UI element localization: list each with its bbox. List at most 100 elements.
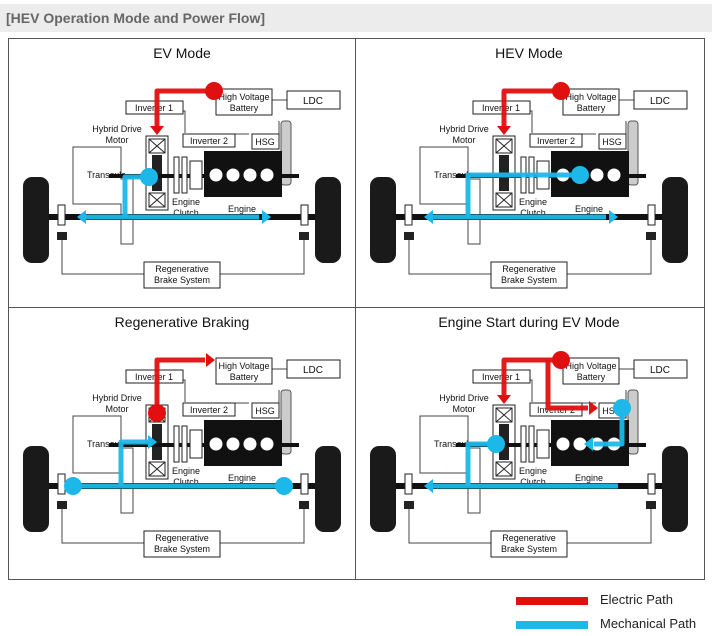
mechanical-source-dot xyxy=(571,166,589,184)
legend-electric: Electric Path xyxy=(514,590,704,610)
ldc-box xyxy=(286,90,341,110)
brake-label-line2: Brake System xyxy=(154,544,210,554)
brake-label-line2: Brake System xyxy=(501,275,557,285)
mechanical-arrowhead-engine xyxy=(584,437,593,451)
brake-label-line1: Regenerative xyxy=(155,264,209,274)
ldc-box xyxy=(286,359,341,379)
panel-title: EV Mode xyxy=(153,45,211,61)
motor-top-cross xyxy=(148,138,166,154)
engine-label: Engine xyxy=(228,204,256,214)
high-voltage-battery-box xyxy=(562,88,620,116)
left-hub xyxy=(57,204,66,226)
clutch-plate-2 xyxy=(528,425,535,463)
flywheel xyxy=(189,160,203,190)
transaxle-housing xyxy=(72,146,134,245)
inverter2-box xyxy=(529,133,583,148)
right-wheel xyxy=(315,446,341,532)
brake-line-left xyxy=(61,240,144,275)
engine-label: Engine xyxy=(575,204,603,214)
electric-path xyxy=(154,88,209,127)
high-voltage-battery-box xyxy=(562,357,620,385)
battery-label-line2: Battery xyxy=(577,372,606,382)
brake-line-right xyxy=(220,240,305,275)
brake-line-right xyxy=(220,509,305,544)
inverter1-label: Inverter 1 xyxy=(482,372,520,382)
left-wheel xyxy=(370,177,396,263)
panel-engine-start-ev-mode: Engine Start during EV Mode Regenerative… xyxy=(356,308,702,576)
clutch-plate-2 xyxy=(181,425,188,463)
left-wheel xyxy=(370,446,396,532)
electric-path-label: Electric Path xyxy=(600,592,673,607)
clutch-plate-1 xyxy=(173,425,180,463)
brake-label-line2: Brake System xyxy=(501,544,557,554)
panel-title: Regenerative Braking xyxy=(114,314,250,330)
motor-label-line1: Hybrid Drive xyxy=(92,124,142,134)
cylinder-2 xyxy=(226,437,240,451)
motor-label-line1: Hybrid Drive xyxy=(439,393,489,403)
motor-bottom-cross xyxy=(148,461,166,477)
electric-source-dot xyxy=(552,82,570,100)
brake-label-line1: Regenerative xyxy=(155,533,209,543)
power-flow-paths xyxy=(77,82,271,224)
transaxle-label: Transaxle xyxy=(434,170,473,180)
ldc-box xyxy=(633,90,688,110)
ldc-label: LDC xyxy=(303,365,323,376)
clutch-label-line1: Engine xyxy=(519,466,547,476)
electric-path xyxy=(154,357,205,408)
cylinder-4 xyxy=(607,168,621,182)
inverter1-label: Inverter 1 xyxy=(482,103,520,113)
right-hub xyxy=(300,204,309,226)
grid-divider-vertical xyxy=(355,38,356,580)
transaxle-housing xyxy=(419,146,481,245)
clutch-label-line1: Engine xyxy=(519,197,547,207)
left-hub xyxy=(57,473,66,495)
cylinder-2 xyxy=(573,437,587,451)
page-title: [HEV Operation Mode and Power Flow] xyxy=(6,10,266,26)
cylinder-3 xyxy=(243,437,257,451)
transaxle-housing xyxy=(419,415,481,514)
mechanical-hsg-dot xyxy=(613,399,631,417)
electric-path xyxy=(501,88,556,127)
mechanical-source-dot xyxy=(487,435,505,453)
cylinder-3 xyxy=(243,168,257,182)
power-flow-paths xyxy=(424,82,618,224)
electric-path-hsg xyxy=(545,360,588,411)
ldc-label: LDC xyxy=(650,96,670,107)
mechanical-source-dot-left xyxy=(64,477,82,495)
left-brake-caliper xyxy=(57,501,67,509)
mechanical-path-transfer xyxy=(465,172,574,217)
ldc-label: LDC xyxy=(303,96,323,107)
flywheel xyxy=(536,429,550,459)
motor-top-cross xyxy=(495,138,513,154)
brake-line-left xyxy=(408,509,491,544)
ldc-box xyxy=(633,359,688,379)
inverter2-box xyxy=(182,402,236,417)
inverter2-label: Inverter 2 xyxy=(537,136,575,146)
electric-path-motor xyxy=(501,357,556,396)
motor-label-line2: Motor xyxy=(452,135,475,145)
mechanical-source-dot-right xyxy=(275,477,293,495)
mechanical-arrow-left xyxy=(424,479,433,493)
grid-divider-horizontal xyxy=(8,307,705,308)
high-voltage-battery-box xyxy=(215,88,273,116)
mechanical-arrow-left xyxy=(77,210,86,224)
battery-label-line1: High Voltage xyxy=(218,92,269,102)
power-flow-paths xyxy=(64,353,293,495)
battery-label-line2: Battery xyxy=(577,103,606,113)
hsg-box xyxy=(251,133,280,150)
left-brake-caliper xyxy=(57,232,67,240)
hsg-label: HSG xyxy=(602,406,622,416)
mechanical-path-transfer xyxy=(118,439,149,486)
regenerative-brake-box xyxy=(490,530,568,558)
legend: Electric Path Mechanical Path xyxy=(514,588,704,634)
right-brake-caliper xyxy=(299,232,309,240)
battery-label-line2: Battery xyxy=(230,103,259,113)
inverter2-label: Inverter 2 xyxy=(190,405,228,415)
battery-label-line1: High Voltage xyxy=(218,361,269,371)
motor-label-line1: Hybrid Drive xyxy=(92,393,142,403)
left-brake-caliper xyxy=(404,232,414,240)
left-hub xyxy=(404,204,413,226)
